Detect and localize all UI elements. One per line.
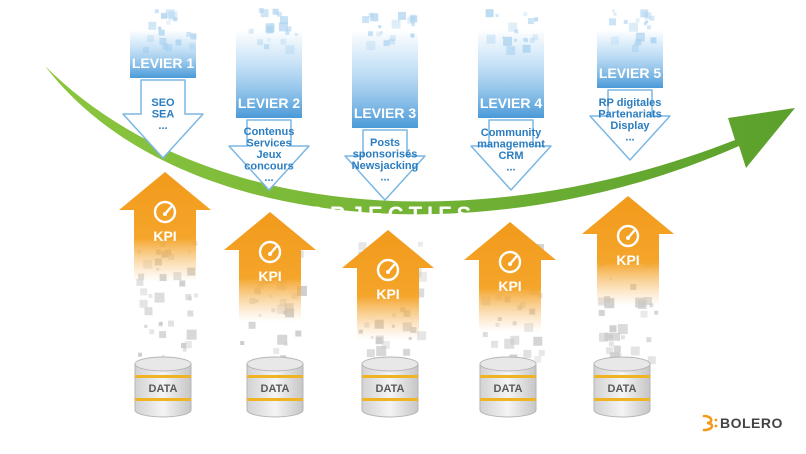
gauge-icon (258, 240, 282, 264)
kpi-arrow: KPI (582, 196, 674, 306)
objectives-arrow-layer: OBJECTIFS (45, 66, 795, 227)
kpi-label: KPI (616, 252, 639, 268)
lever-item: SEO (151, 97, 175, 109)
lever-3: LEVIER 3 PostssponsorisésNewsjacking... (344, 30, 426, 201)
lever-item: Services (246, 138, 291, 150)
data-barrel: DATA (246, 356, 304, 418)
lever-item: Display (610, 120, 650, 132)
lever-item: Community (481, 127, 542, 139)
kpi-arrow: KPI (342, 230, 434, 340)
lever-arrow (344, 129, 426, 201)
lever-item: Newsjacking (352, 160, 419, 172)
lever-item: management (477, 139, 545, 151)
data-label: DATA (149, 383, 178, 395)
lever-item: ... (264, 172, 273, 184)
objectives-arrow (45, 66, 795, 215)
lever-arrow (589, 89, 671, 161)
data-label: DATA (376, 383, 405, 395)
data-barrel: DATA (593, 356, 651, 418)
data-label: DATA (608, 383, 637, 395)
lever-item: ... (506, 162, 515, 174)
lever-item: Contenus (244, 126, 295, 138)
kpi-label: KPI (258, 268, 281, 284)
logo-icon (702, 414, 718, 432)
lever-label: LEVIER 1 (132, 55, 194, 71)
bolero-logo: BOLERO (700, 413, 783, 433)
gauge-icon (498, 250, 522, 274)
lever-4: LEVIER 4 CommunitymanagementCRM... (470, 30, 552, 191)
lever-item: ... (625, 132, 634, 144)
lever-2: LEVIER 2 ContenusServicesJeuxconcours... (228, 30, 310, 191)
gauge-icon (153, 200, 177, 224)
lever-header (130, 30, 196, 78)
lever-item: RP digitales (599, 97, 662, 109)
lever-item: CRM (498, 150, 523, 162)
kpi-arrow: KPI (224, 212, 316, 322)
lever-arrow (122, 79, 204, 159)
lever-5: LEVIER 5 RP digitalesPartenariatsDisplay.… (589, 30, 671, 161)
data-barrel: DATA (361, 356, 419, 418)
lever-arrow (470, 119, 552, 191)
lever-header (236, 30, 302, 118)
objectives-label: OBJECTIFS (308, 202, 476, 227)
kpi-label: KPI (153, 228, 176, 244)
lever-arrow (228, 119, 310, 191)
lever-header (597, 30, 663, 88)
lever-item: SEA (152, 108, 175, 120)
data-barrel: DATA (479, 356, 537, 418)
lever-label: LEVIER 3 (354, 105, 416, 121)
lever-item: Jeux (256, 149, 282, 161)
lever-item: Posts (370, 137, 400, 149)
lever-label: LEVIER 2 (238, 95, 300, 111)
lever-item: concours (244, 161, 294, 173)
lever-1: LEVIER 1 SEOSEA... (122, 30, 204, 159)
lever-item: ... (380, 172, 389, 184)
lever-item: sponsorisés (353, 149, 418, 161)
lever-item: Partenariats (598, 109, 662, 121)
data-barrel: DATA (134, 356, 192, 418)
lever-label: LEVIER 5 (599, 65, 661, 81)
gauge-icon (376, 258, 400, 282)
kpi-arrow: KPI (464, 222, 556, 332)
kpi-data-layer: DATA DATA DATA DATA DATA KPI KPI KPI KPI KPI (119, 172, 674, 418)
data-label: DATA (494, 383, 523, 395)
kpi-label: KPI (498, 278, 521, 294)
kpi-label: KPI (376, 286, 399, 302)
lever-item: ... (158, 120, 167, 132)
gauge-icon (616, 224, 640, 248)
data-label: DATA (261, 383, 290, 395)
lever-label: LEVIER 4 (480, 95, 542, 111)
logo-text: BOLERO (720, 415, 783, 431)
kpi-arrow: KPI (119, 172, 211, 282)
lever-header (352, 30, 418, 128)
lever-header (478, 30, 544, 118)
